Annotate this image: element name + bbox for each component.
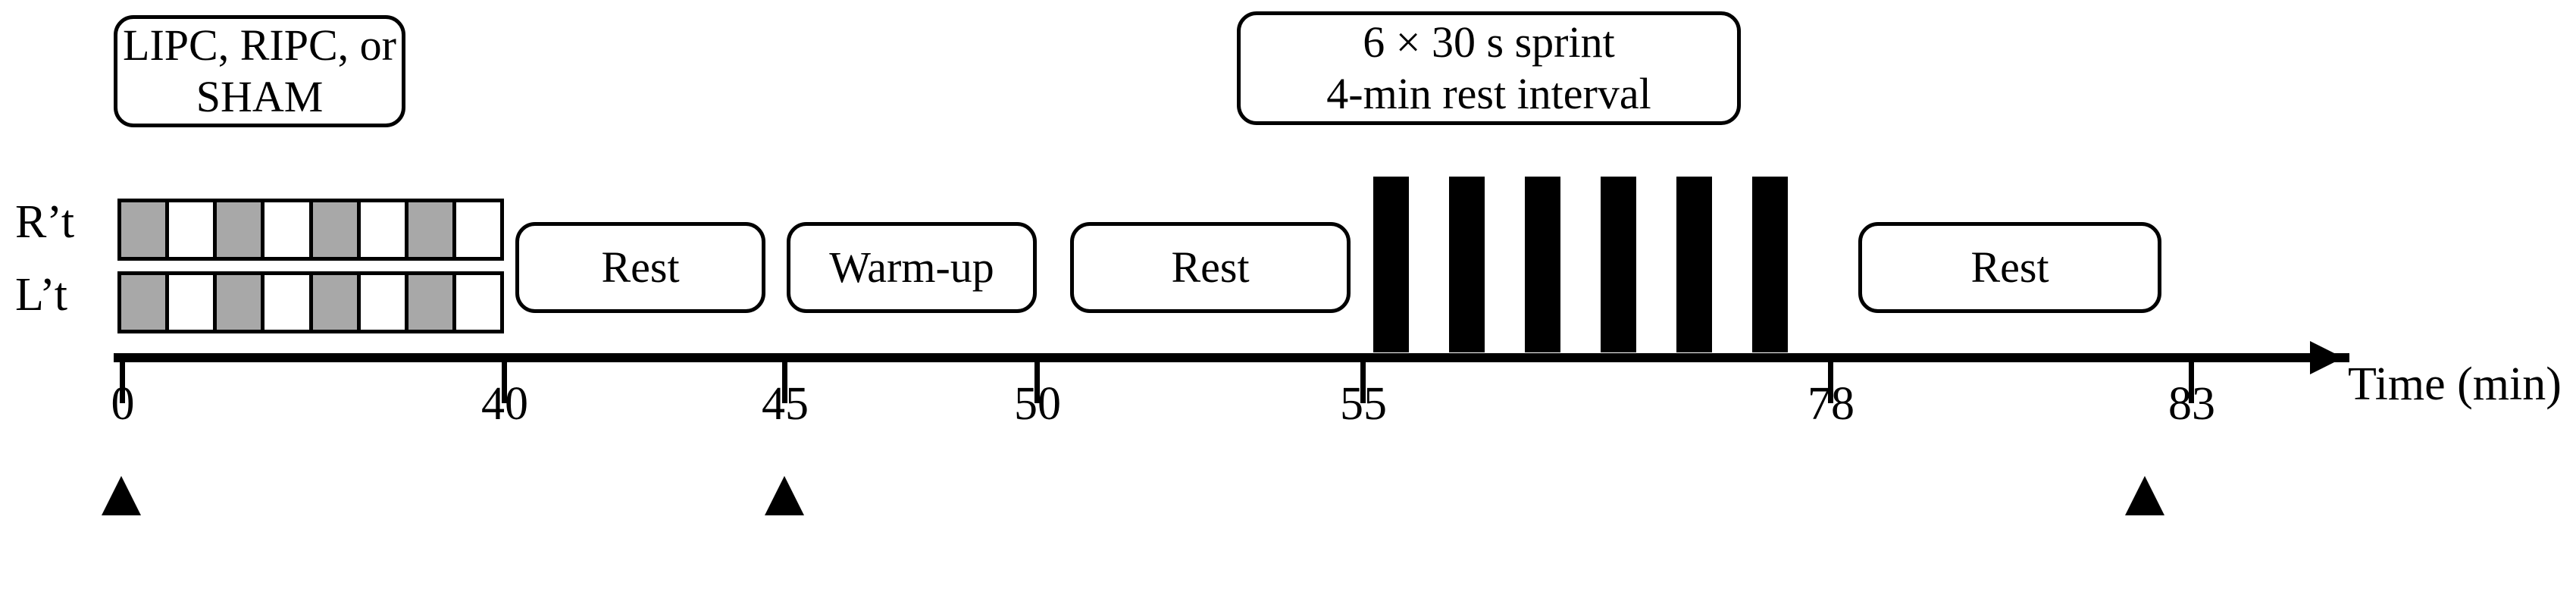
axis-tick-55 [1360, 362, 1366, 403]
axis-tick-83 [2189, 362, 2194, 403]
cuff-cell-reperfusion [455, 275, 500, 330]
cuff-cell-reperfusion [264, 275, 313, 330]
sprint-bar-5 [1676, 177, 1712, 352]
sample-marker-3-triangle-icon [2125, 476, 2164, 515]
cuff-cell-reperfusion [169, 202, 218, 257]
axis-tick-label-78: 78 [1808, 378, 1855, 430]
axis-tick-40 [502, 362, 507, 403]
conditioning-box-line-2: SHAM [196, 72, 324, 121]
axis-tick-label-0: 0 [111, 378, 135, 430]
cuff-cell-occlusion [121, 202, 170, 257]
sprint-bar-3 [1525, 177, 1560, 352]
rest-box-1: Rest [515, 222, 765, 313]
sprint-bar-4 [1601, 177, 1636, 352]
axis-tick-label-55: 55 [1340, 378, 1387, 430]
cuff-strip-left-thigh [117, 271, 504, 333]
cuff-cell-occlusion [408, 202, 456, 257]
axis-tick-0 [120, 362, 125, 403]
sprint-bar-6 [1752, 177, 1788, 352]
row-label-left-thigh: L’t [15, 269, 67, 321]
cuff-cell-occlusion [217, 275, 265, 330]
axis-tick-label-40: 40 [481, 378, 528, 430]
warmup-box-label: Warm-up [829, 242, 994, 292]
warmup-box: Warm-up [787, 222, 1037, 313]
time-axis-line [114, 353, 2349, 362]
cuff-cell-occlusion [408, 275, 456, 330]
rest-box-3: Rest [1858, 222, 2161, 313]
sample-marker-1-triangle-icon [102, 476, 141, 515]
rest-box-2-label: Rest [1171, 242, 1250, 292]
axis-tick-label-83: 83 [2168, 378, 2215, 430]
rest-box-1-label: Rest [601, 242, 680, 292]
conditioning-box-line-1: LIPC, RIPC, or [123, 20, 396, 70]
axis-tick-50 [1034, 362, 1040, 403]
time-axis-arrow-icon [2310, 341, 2343, 374]
cuff-cell-reperfusion [360, 202, 408, 257]
cuff-cell-occlusion [217, 202, 265, 257]
axis-tick-label-50: 50 [1014, 378, 1061, 430]
cuff-cell-occlusion [312, 202, 361, 257]
cuff-cell-reperfusion [360, 275, 408, 330]
time-axis-title: Time (min) [2348, 358, 2562, 410]
sprint-bar-2 [1449, 177, 1485, 352]
cuff-cell-reperfusion [455, 202, 500, 257]
sample-marker-2-triangle-icon [765, 476, 804, 515]
cuff-strip-right-thigh [117, 199, 504, 261]
cuff-cell-occlusion [121, 275, 170, 330]
axis-tick-label-45: 45 [762, 378, 809, 430]
sprint-box: 6 × 30 s sprint 4-min rest interval [1237, 11, 1741, 125]
cuff-cell-occlusion [312, 275, 361, 330]
cuff-cell-reperfusion [264, 202, 313, 257]
rest-box-2: Rest [1070, 222, 1351, 313]
sprint-bar-1 [1373, 177, 1409, 352]
sprint-box-line-1: 6 × 30 s sprint [1363, 17, 1615, 67]
rest-box-3-label: Rest [1970, 242, 2049, 292]
conditioning-box: LIPC, RIPC, or SHAM [114, 15, 405, 127]
row-label-right-thigh: R’t [15, 196, 75, 248]
sprint-box-line-2: 4-min rest interval [1326, 69, 1651, 118]
axis-tick-78 [1828, 362, 1833, 403]
axis-tick-45 [782, 362, 787, 403]
cuff-cell-reperfusion [169, 275, 218, 330]
